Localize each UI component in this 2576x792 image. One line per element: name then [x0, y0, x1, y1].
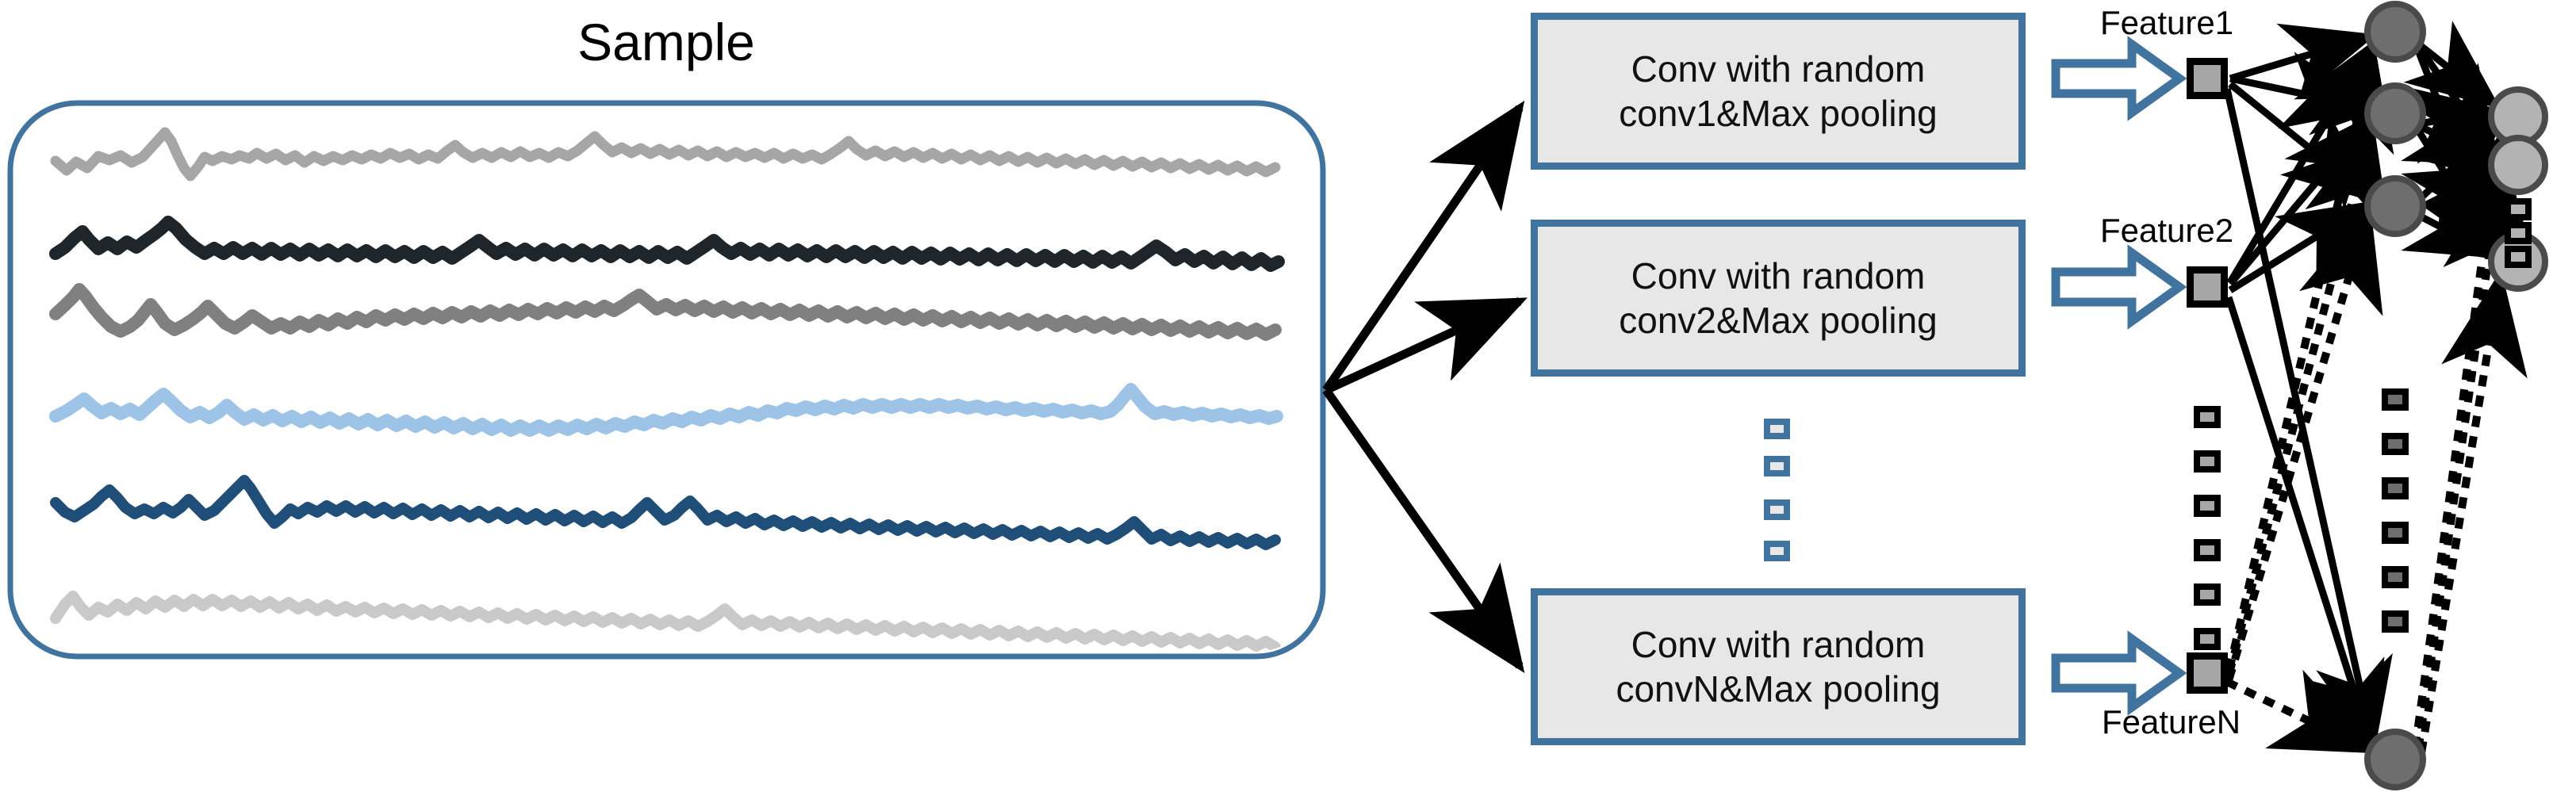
signal-trace-5 — [50, 475, 1281, 550]
conv-block-2-label: Conv with random conv2&Max pooling — [1619, 254, 1938, 341]
signal-trace-3 — [49, 283, 1282, 341]
signal-trace-6 — [50, 591, 1281, 652]
output-node-2 — [2488, 135, 2548, 195]
output-ellipsis-dot-3 — [2505, 246, 2532, 268]
featureN-node[interactable] — [2187, 652, 2228, 694]
block-arrow-n — [2051, 630, 2187, 716]
output-ellipsis-dot-1 — [2505, 198, 2532, 220]
feature1-label: Feature1 — [2100, 4, 2234, 41]
conv-ellipsis-dot-1 — [1764, 419, 1790, 439]
arrow-to-conv2 — [1324, 297, 1528, 394]
dotted-output-edges — [2411, 133, 2530, 753]
edge-f1-hn — [2223, 88, 2393, 752]
hidden-node-n — [2364, 729, 2426, 790]
solid-output-edges — [2401, 21, 2502, 260]
feature2-label: Feature2 — [2100, 212, 2234, 249]
hidden-node-3 — [2364, 175, 2426, 237]
hidden-node-2 — [2364, 82, 2426, 144]
hidden-ellipsis-dot-3 — [2382, 477, 2409, 499]
feature-ellipsis-dot-3 — [2194, 495, 2221, 517]
signal-trace-1 — [50, 127, 1281, 182]
edge-h2-o1 — [2404, 86, 2502, 164]
feature-ellipsis-dot-2 — [2194, 450, 2221, 473]
edge-fn-h3 — [2225, 205, 2383, 681]
arrow-to-conv1 — [1322, 100, 1525, 393]
block-arrow-2 — [2051, 244, 2187, 330]
feature2-node[interactable] — [2187, 266, 2228, 308]
edge-hn-o3 — [2417, 270, 2528, 753]
conv-block-2[interactable]: Conv with random conv2&Max pooling — [1531, 220, 2026, 377]
hidden-ellipsis-dot-5 — [2382, 566, 2409, 588]
sample-traces — [49, 127, 1285, 652]
hidden-ellipsis-dot-2 — [2382, 433, 2409, 455]
block-arrows — [2051, 36, 2187, 716]
edge-f1-h1 — [2229, 23, 2377, 99]
conv-ellipsis-dot-4 — [1764, 541, 1790, 561]
output-ellipsis-dot-2 — [2505, 222, 2532, 244]
conv-block-1[interactable]: Conv with random conv1&Max pooling — [1531, 13, 2026, 170]
conv-block-1-label: Conv with random conv1&Max pooling — [1619, 48, 1938, 134]
conv-block-n-label: Conv with random convN&Max pooling — [1616, 623, 1941, 710]
hidden-ellipsis-dot-4 — [2382, 522, 2409, 544]
feature-ellipsis-dot-6 — [2194, 628, 2221, 650]
hidden-layer-nodes — [2364, 1, 2426, 790]
featureN-label: FeatureN — [2102, 703, 2241, 740]
conv-block-n[interactable]: Conv with random convN&Max pooling — [1531, 588, 2026, 745]
feature-ellipsis-dot-5 — [2194, 583, 2221, 606]
signal-trace-4 — [49, 383, 1283, 437]
arrow-to-convN — [1322, 387, 1525, 674]
feature-ellipsis-dot-4 — [2194, 539, 2221, 561]
fan-arrows — [1322, 100, 1528, 674]
conv-ellipsis-dot-3 — [1764, 499, 1790, 520]
sample-panel — [7, 100, 1326, 660]
dotted-input-edges — [2225, 44, 2394, 756]
hidden-node-1 — [2364, 1, 2426, 63]
signal-trace-2 — [49, 216, 1285, 272]
feature-ellipsis-dot-1 — [2194, 406, 2221, 428]
feature1-node[interactable] — [2187, 58, 2228, 99]
block-arrow-1 — [2051, 36, 2187, 121]
hidden-ellipsis-dot-1 — [2382, 388, 2409, 411]
edge-hn-o2 — [2414, 171, 2530, 750]
sample-title: Sample — [577, 13, 755, 71]
edge-fn-hn — [2225, 669, 2378, 756]
conv-ellipsis-dot-2 — [1764, 456, 1790, 476]
hidden-ellipsis-dot-6 — [2382, 610, 2409, 633]
